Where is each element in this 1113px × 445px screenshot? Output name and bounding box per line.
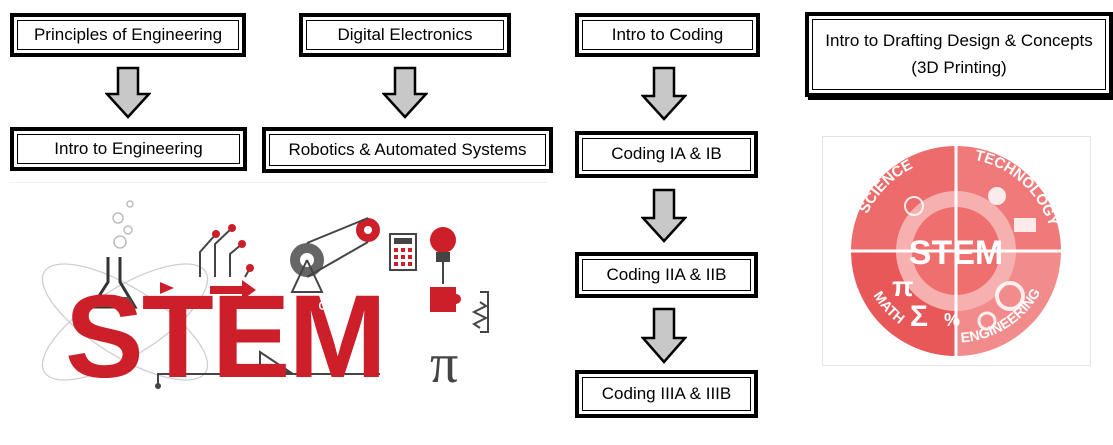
circuit-icon: [157, 227, 489, 386]
pi-symbol: π: [892, 271, 913, 302]
gear-icon: [290, 217, 380, 293]
atom-icon: [41, 263, 209, 381]
course-intro-drafting: Intro to Drafting Design & Concepts (3D …: [805, 12, 1113, 97]
atom-icon: [904, 196, 924, 216]
course-robotics: Robotics & Automated Systems: [262, 127, 553, 173]
pi-symbol: π: [430, 333, 458, 395]
beaker-icon: [89, 257, 138, 309]
puzzle-icon: [430, 287, 461, 312]
course-intro-engineering: Intro to Engineering: [10, 127, 247, 171]
down-arrow-icon: [641, 66, 687, 121]
course-label: Intro to Engineering: [54, 138, 203, 158]
course-coding-3: Coding IIIA & IIIB: [575, 370, 758, 418]
course-label: Principles of Engineering: [33, 24, 223, 44]
course-coding-2: Coding IIA & IIB: [575, 252, 758, 298]
course-label: Coding IA & IB: [611, 144, 722, 164]
down-arrow-icon: [105, 66, 151, 119]
down-arrow-icon: [641, 307, 687, 364]
infinity-symbol: ∞: [318, 292, 334, 317]
course-label: Intro to Drafting Design & Concepts: [825, 31, 1093, 51]
lightbulb-icon: [430, 227, 456, 284]
down-arrow-icon: [382, 66, 428, 119]
course-label: Digital Electronics: [337, 24, 473, 44]
laptop-icon: [1014, 218, 1036, 232]
wheel-center-text: STEM: [909, 234, 1003, 272]
course-digital-electronics: Digital Electronics: [299, 13, 511, 57]
course-label: Intro to Coding: [611, 24, 724, 44]
cloud-icon: [988, 187, 1006, 205]
course-intro-coding: Intro to Coding: [575, 13, 760, 57]
course-label: Coding IIA & IIB: [606, 264, 727, 284]
course-coding-1: Coding IA & IB: [575, 131, 758, 178]
sigma-symbol: Σ: [910, 300, 928, 333]
resistor-icon: [471, 301, 489, 329]
course-label: Coding IIIA & IIIB: [601, 383, 732, 403]
course-principles-engineering: Principles of Engineering: [10, 13, 246, 57]
course-label: Robotics & Automated Systems: [288, 139, 527, 159]
stem-illustration: STEM ∞ π: [10, 182, 548, 403]
stem-word: STEM: [65, 271, 385, 403]
gear-icon: [995, 281, 1025, 311]
percent-symbol: %: [944, 310, 960, 330]
stem-wheel: SCIENCE TECHNOLOGY MATH ENGINEERING STEM…: [822, 136, 1091, 366]
down-arrow-icon: [641, 188, 687, 243]
bubbles-icon: [112, 200, 134, 249]
course-sublabel: (3D Printing): [911, 57, 1007, 77]
calculator-icon: [389, 233, 417, 271]
